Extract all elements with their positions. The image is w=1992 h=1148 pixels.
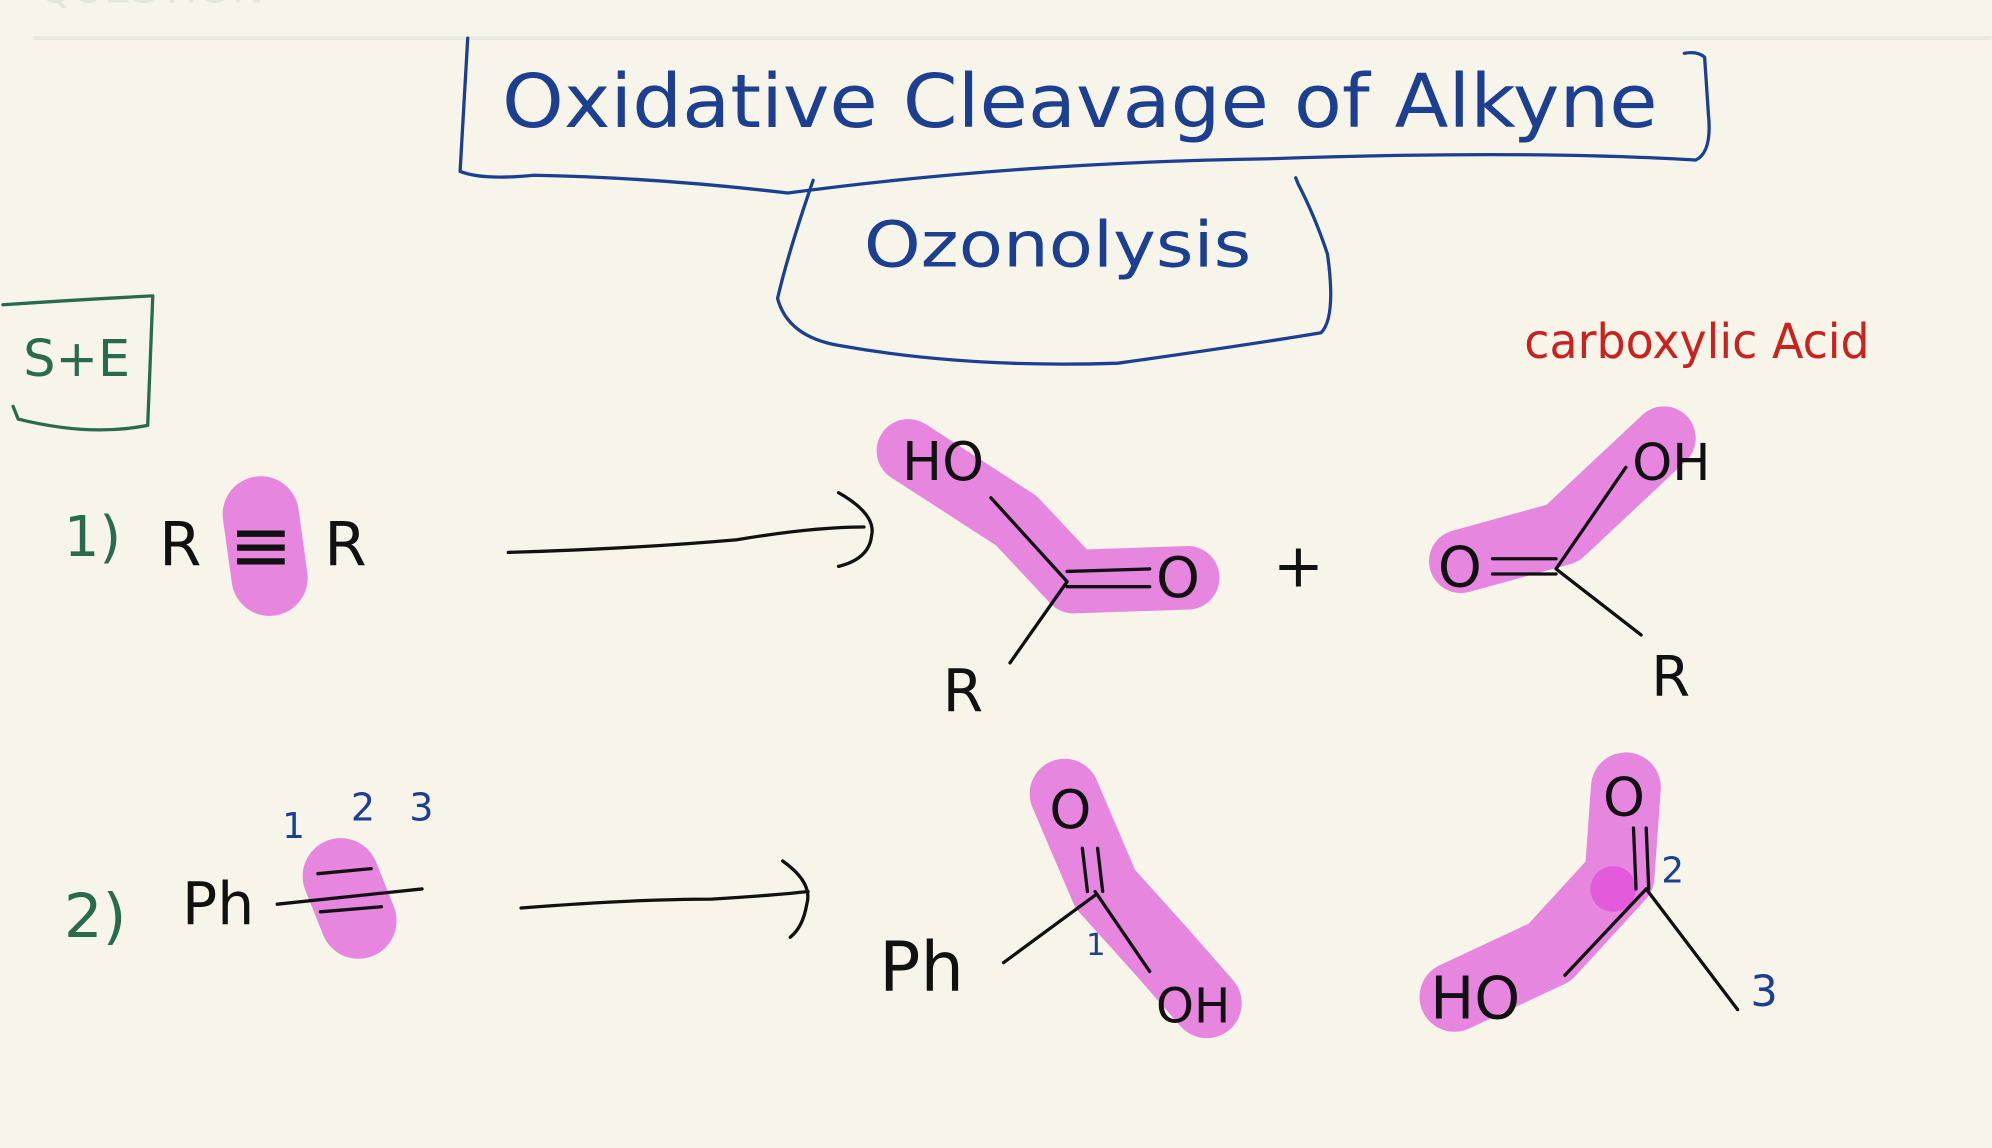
triple-bond: ≡ (229, 500, 293, 589)
p4-bonds (1563, 826, 1740, 1012)
p2-bonds (1490, 465, 1643, 637)
side-box (1, 294, 155, 432)
subtitle-box (775, 176, 1333, 366)
p2-r: R (1651, 645, 1690, 710)
highlight-product-1 (876, 419, 1220, 614)
reaction-2-number: 2) (64, 881, 127, 952)
reactant-r-right: R (324, 509, 366, 580)
title-box (458, 36, 1711, 195)
carbon-label-2: 2 (351, 785, 375, 829)
highlight-product-2 (1429, 406, 1696, 594)
p3-bonds (1001, 846, 1152, 974)
p1-bonds (989, 496, 1152, 665)
p2-oh: OH (1632, 433, 1710, 492)
highlight-product-4 (1419, 752, 1661, 1032)
carbon-label-3: 3 (409, 785, 433, 829)
faint-heading: QUESTION (38, 0, 264, 14)
reaction-arrow-1 (506, 491, 874, 569)
reactant-r-left: R (159, 509, 201, 580)
p2-o: O (1438, 536, 1482, 601)
side-box-label: S+E (23, 329, 130, 388)
page-title: Oxidative Cleavage of Alkyne (502, 60, 1658, 145)
p1-r: R (943, 657, 984, 725)
highlight-triple-bond (222, 476, 308, 616)
reaction-arrow-2 (519, 859, 810, 939)
carbon-label-1: 1 (282, 806, 305, 847)
p1-ho: HO (902, 430, 984, 493)
reactant-ph: Ph (182, 870, 254, 938)
highlight-alkyne (302, 838, 397, 959)
p4-o: O (1603, 765, 1645, 828)
highlight-product-3 (1029, 758, 1242, 1039)
alkyne-bonds (275, 866, 424, 914)
reaction-2: 2) Ph 1 2 3 O Ph 1 OH O 2 3 HO (64, 752, 1778, 1039)
reaction-1-number: 1) (64, 505, 121, 570)
p3-carbon-label: 1 (1086, 928, 1105, 963)
p3-o: O (1049, 778, 1091, 841)
p3-ph: Ph (879, 928, 964, 1008)
carboxylic-acid-label: carboxylic Acid (1524, 314, 1869, 370)
p4-carbon-label-2: 2 (1661, 851, 1684, 892)
reaction-1: 1) R ≡ R HO O R + OH O R (64, 406, 1710, 725)
p3-oh: OH (1156, 978, 1230, 1034)
p1-o: O (1156, 546, 1200, 611)
p4-ho: HO (1430, 964, 1520, 1032)
plus-sign: + (1273, 531, 1324, 602)
highlight-dot (1590, 866, 1637, 912)
p4-carbon-label-3: 3 (1750, 967, 1777, 1017)
subtitle: Ozonolysis (864, 208, 1251, 282)
